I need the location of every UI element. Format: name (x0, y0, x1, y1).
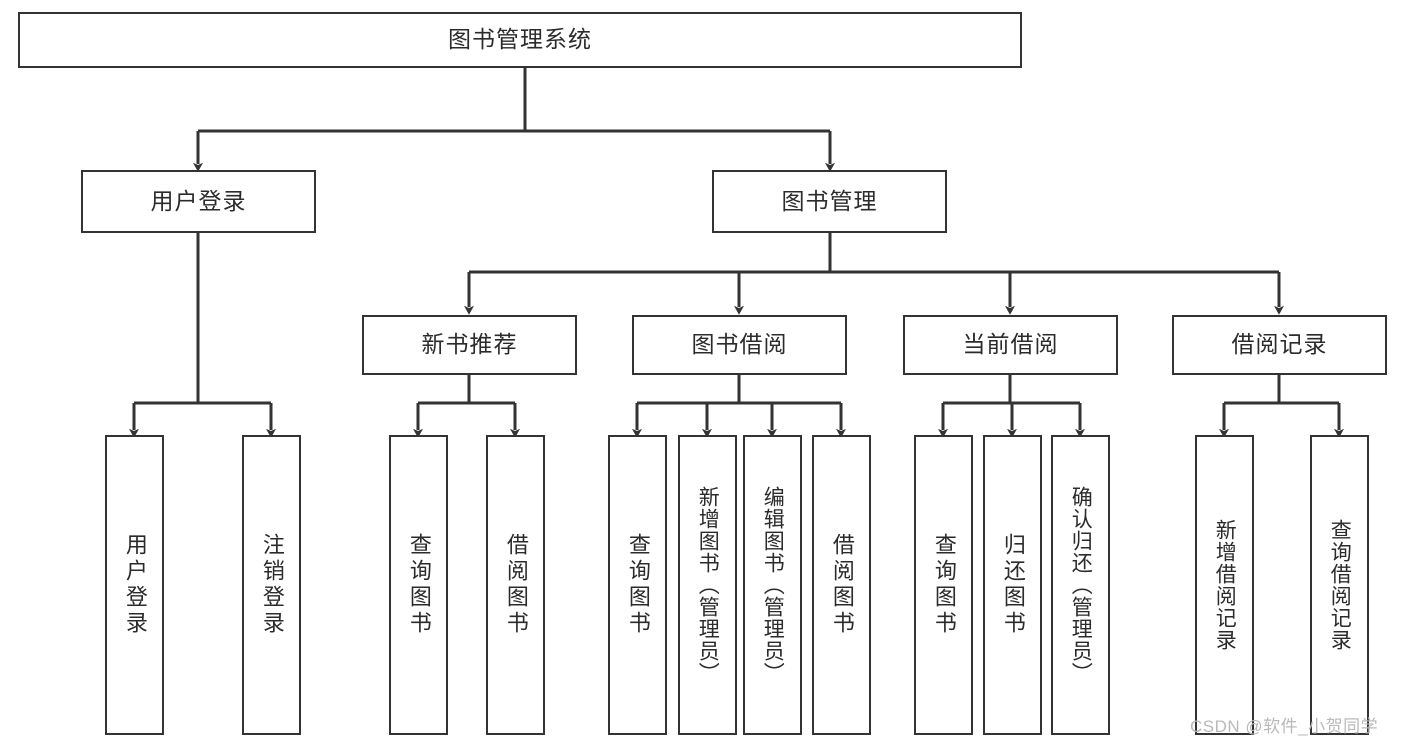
node-leaf-query-book-3-label: 查询图书 (931, 533, 957, 637)
node-leaf-query-book-1[interactable]: 查询图书 (389, 435, 448, 735)
node-leaf-return-book[interactable]: 归还图书 (983, 435, 1042, 735)
node-root-label: 图书管理系统 (448, 26, 592, 53)
node-current-borrow-label: 当前借阅 (962, 331, 1059, 358)
node-leaf-borrow-book-2[interactable]: 借阅图书 (812, 435, 871, 735)
node-leaf-query-book-2[interactable]: 查询图书 (608, 435, 667, 735)
node-leaf-query-book-1-label: 查询图书 (406, 533, 432, 637)
node-leaf-borrow-book-1-label: 借阅图书 (503, 533, 529, 637)
node-leaf-query-book-2-label: 查询图书 (625, 533, 651, 637)
node-leaf-edit-book-admin-label: 编辑图书（管理员） (761, 486, 785, 684)
node-root[interactable]: 图书管理系统 (18, 12, 1022, 68)
node-leaf-logout-login[interactable]: 注销登录 (242, 435, 301, 735)
node-leaf-user-login-label: 用户登录 (122, 533, 148, 637)
csdn-watermark: CSDN @软件_小贺同学 (1190, 717, 1379, 736)
node-leaf-confirm-return-admin[interactable]: 确认归还（管理员） (1051, 435, 1110, 735)
node-leaf-query-book-3[interactable]: 查询图书 (914, 435, 973, 735)
node-book-manage[interactable]: 图书管理 (712, 170, 947, 233)
node-leaf-logout-login-label: 注销登录 (259, 533, 285, 637)
node-leaf-add-book-admin[interactable]: 新增图书（管理员） (678, 435, 737, 735)
node-book-manage-label: 图书管理 (781, 187, 878, 214)
node-current-borrow[interactable]: 当前借阅 (903, 315, 1118, 375)
node-new-book-recommend[interactable]: 新书推荐 (362, 315, 577, 375)
node-book-borrow[interactable]: 图书借阅 (632, 315, 847, 375)
node-user-login-label: 用户登录 (150, 187, 247, 214)
node-leaf-return-book-label: 归还图书 (1000, 533, 1026, 637)
node-borrow-record[interactable]: 借阅记录 (1172, 315, 1387, 375)
node-leaf-query-borrow-record-label: 查询借阅记录 (1328, 519, 1352, 651)
node-leaf-borrow-book-1[interactable]: 借阅图书 (486, 435, 545, 735)
node-borrow-record-label: 借阅记录 (1231, 331, 1328, 358)
node-leaf-user-login[interactable]: 用户登录 (105, 435, 164, 735)
node-book-borrow-label: 图书借阅 (691, 331, 788, 358)
node-leaf-query-borrow-record[interactable]: 查询借阅记录 (1310, 435, 1369, 735)
node-leaf-add-borrow-record-label: 新增借阅记录 (1213, 519, 1237, 651)
node-leaf-confirm-return-admin-label: 确认归还（管理员） (1069, 486, 1093, 684)
node-leaf-add-book-admin-label: 新增图书（管理员） (696, 486, 720, 684)
node-new-book-recommend-label: 新书推荐 (421, 331, 518, 358)
node-leaf-edit-book-admin[interactable]: 编辑图书（管理员） (743, 435, 802, 735)
node-leaf-borrow-book-2-label: 借阅图书 (829, 533, 855, 637)
node-user-login[interactable]: 用户登录 (81, 170, 316, 233)
node-leaf-add-borrow-record[interactable]: 新增借阅记录 (1195, 435, 1254, 735)
